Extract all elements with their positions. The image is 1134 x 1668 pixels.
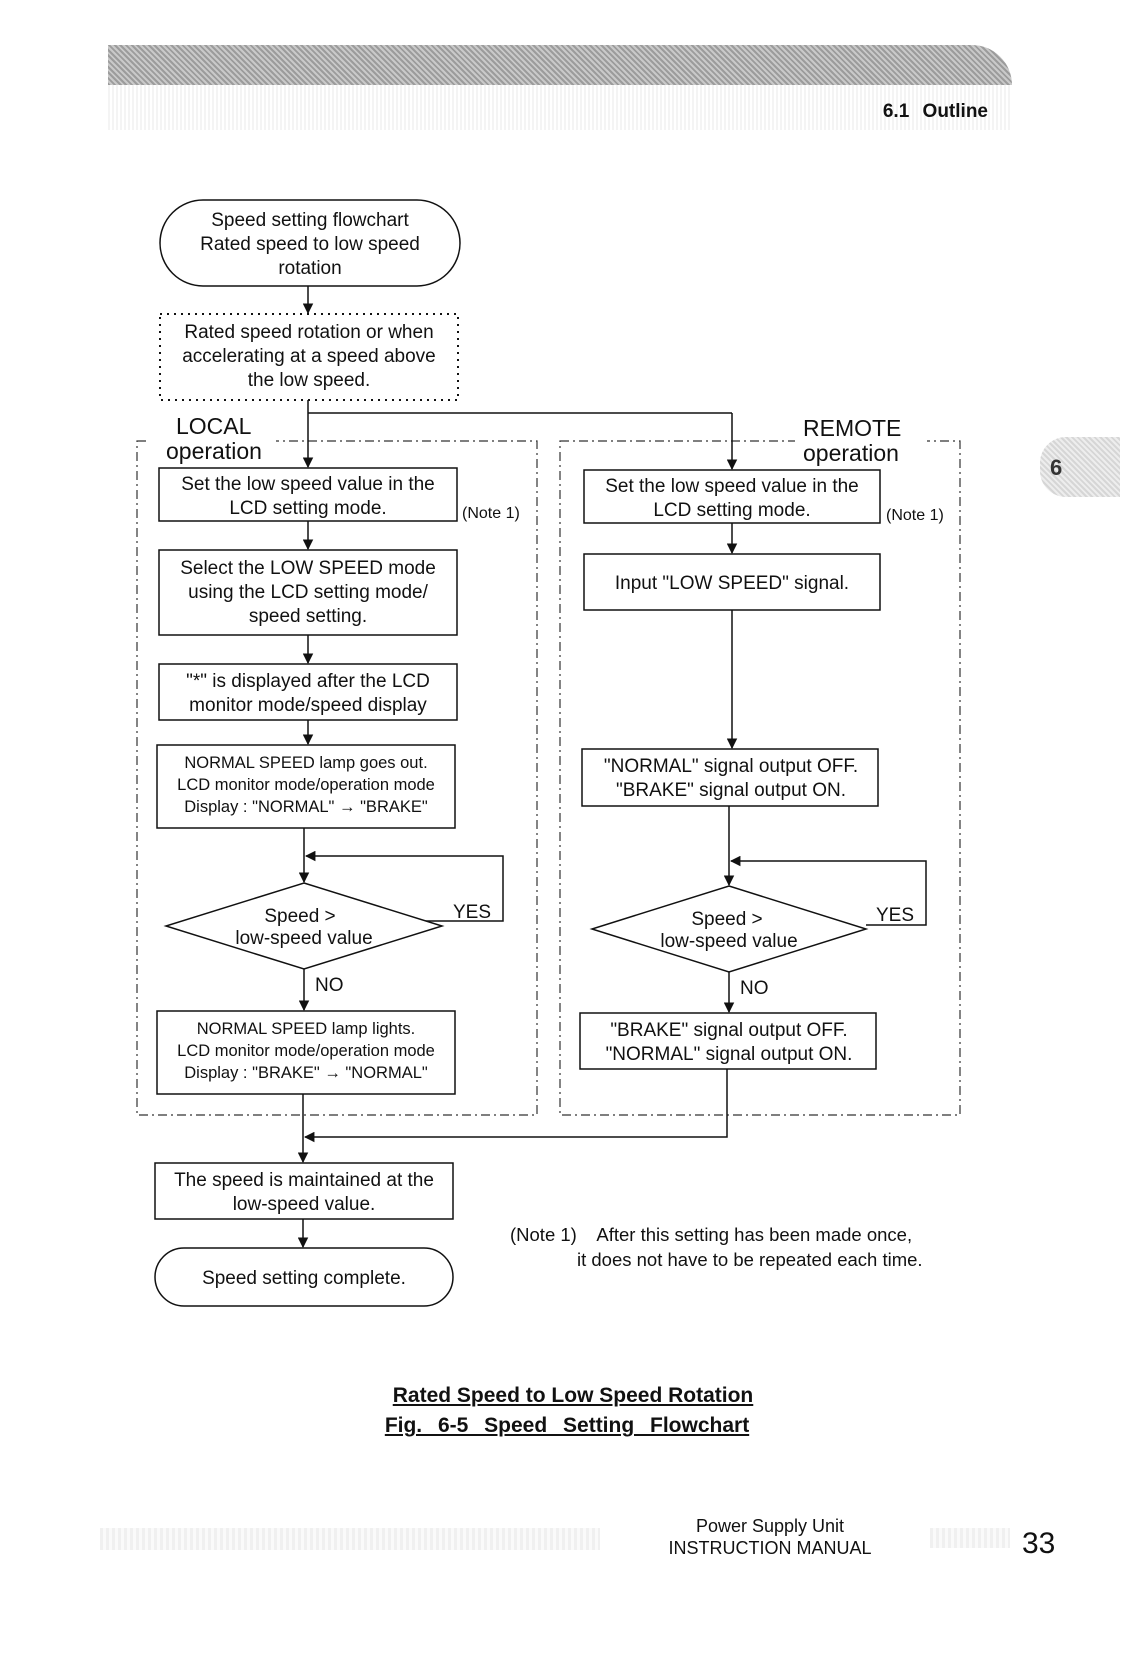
footer-manual-line1: Power Supply Unit	[695, 1516, 845, 1536]
maintained-box	[154, 1162, 454, 1220]
local-yes-label: YES	[453, 902, 491, 923]
section-title: 6.1 Outline	[882, 101, 988, 122]
note-text: (Note 1) After this setting has been mad…	[510, 1224, 923, 1270]
header-band	[108, 45, 1012, 85]
chapter-number: 6	[1050, 455, 1063, 480]
local-note-ref: (Note 1)	[462, 505, 520, 522]
footer-faded-mark	[930, 1528, 1010, 1548]
svg-text:Speed >low-speed value: Speed >low-speed value	[660, 909, 797, 952]
svg-text:"NORMAL" signal output OFF."BR: "NORMAL" signal output OFF."BRAKE" signa…	[604, 756, 858, 801]
chapter-tab	[1040, 437, 1120, 497]
local-step-lamp-lights	[156, 1010, 456, 1095]
remote-step-input-signal	[583, 553, 881, 611]
svg-text:Speed >low-speed value: Speed >low-speed value	[235, 906, 372, 949]
footer-faded-text	[100, 1528, 600, 1550]
remote-step-set-low-speed	[583, 469, 881, 524]
header-shade	[108, 85, 1012, 130]
local-step-lamp-out	[156, 744, 456, 829]
svg-text:Speed setting complete.: Speed setting complete.	[202, 1268, 406, 1289]
local-region	[136, 440, 538, 1116]
remote-note-ref: (Note 1)	[886, 507, 944, 524]
page-number: 33	[1022, 1527, 1056, 1560]
figure-caption-title: Rated Speed to Low Speed Rotation	[392, 1384, 754, 1407]
footer-manual-line2: INSTRUCTION MANUAL	[668, 1538, 872, 1558]
footer-manual-title: Power Supply Unit INSTRUCTION MANUAL	[640, 1515, 900, 1559]
local-step-asterisk-display	[158, 663, 458, 721]
local-step-set-low-speed	[158, 467, 458, 522]
svg-text:Input "LOW SPEED" signal.: Input "LOW SPEED" signal.	[615, 573, 849, 594]
svg-text:The speed is maintained at the: The speed is maintained at thelow-speed …	[174, 1170, 434, 1215]
remote-step-signal-output	[581, 748, 879, 807]
end-terminal	[154, 1247, 454, 1307]
remote-no-label: NO	[740, 978, 769, 999]
remote-yes-label: YES	[876, 905, 914, 926]
local-no-label: NO	[315, 975, 344, 996]
start-terminal	[159, 199, 461, 287]
svg-text:NORMAL SPEED lamp lights.LCD m: NORMAL SPEED lamp lights.LCD monitor mod…	[177, 1020, 435, 1082]
svg-text:"BRAKE" signal output OFF."NOR: "BRAKE" signal output OFF."NORMAL" signa…	[606, 1020, 853, 1065]
remote-step-brake-off	[579, 1012, 877, 1070]
figure-caption-number: Fig. 6-5 Speed Setting Flowchart	[384, 1414, 750, 1437]
condition-box	[159, 313, 459, 401]
remote-region	[559, 440, 961, 1116]
local-step-select-low-speed	[158, 549, 458, 636]
svg-text:NORMAL SPEED lamp goes out.LCD: NORMAL SPEED lamp goes out.LCD monitor m…	[177, 754, 435, 816]
